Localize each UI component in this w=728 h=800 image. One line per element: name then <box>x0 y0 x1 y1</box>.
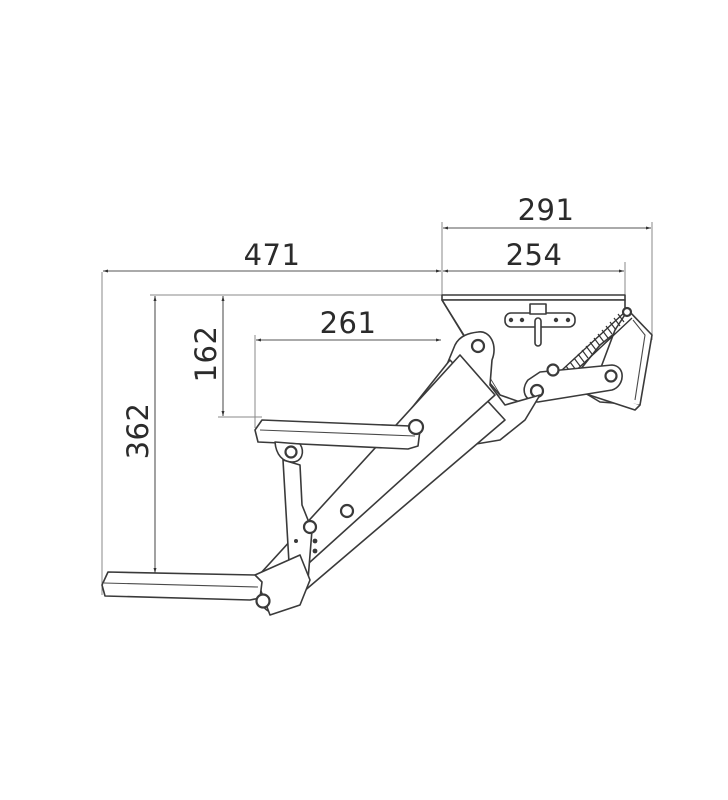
dimension-471: 471 <box>101 238 441 595</box>
dimension-label-362: 362 <box>121 403 155 460</box>
latch <box>504 303 576 347</box>
dimension-label-261: 261 <box>320 306 377 340</box>
upper-link-arm <box>523 363 623 403</box>
dimension-162: 162 <box>189 296 225 416</box>
tension-spring <box>561 306 633 379</box>
dimension-291: 291 <box>441 193 653 340</box>
dimension-362: 362 <box>121 296 157 573</box>
dimension-label-254: 254 <box>506 238 563 272</box>
dimension-label-162: 162 <box>189 326 223 383</box>
dimension-261: 261 <box>254 306 441 428</box>
upper-step-tread <box>254 418 425 463</box>
dimension-254: 254 <box>443 238 626 300</box>
lower-step-tread <box>101 571 271 609</box>
step-mechanism <box>101 294 653 616</box>
dimension-label-471: 471 <box>244 238 301 272</box>
dimension-label-291: 291 <box>518 193 575 227</box>
